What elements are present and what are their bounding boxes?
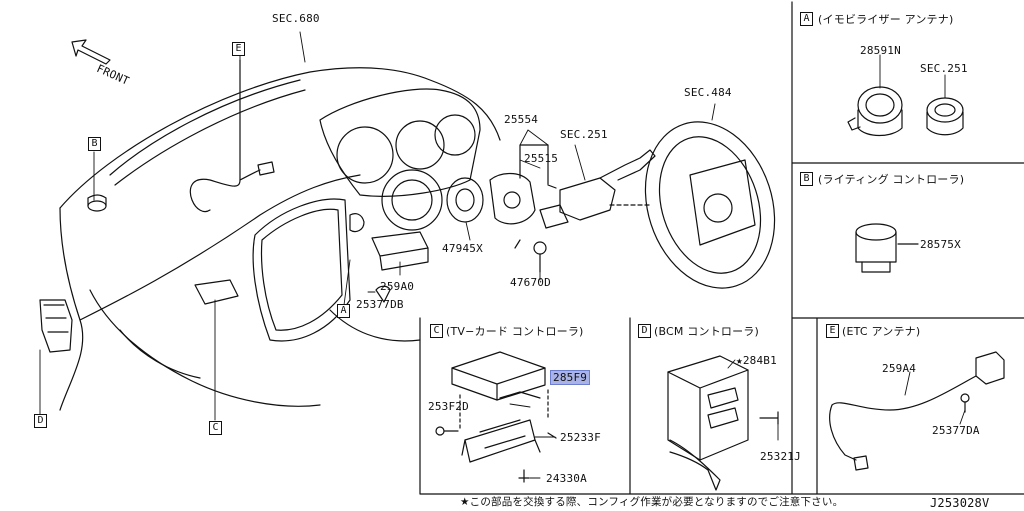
part-284b1-label: ★284B1 xyxy=(736,354,777,367)
part-25377db-label: 25377DB xyxy=(356,298,404,311)
panel-frame-right xyxy=(419,1,1024,495)
sec-251-label: SEC.251 xyxy=(560,128,608,141)
panel-a-letter: A xyxy=(800,12,813,26)
part-47670d-label: 47670D xyxy=(510,276,551,289)
part-259a0-label: 259A0 xyxy=(380,280,415,293)
part-25554-label: 25554 xyxy=(504,113,539,126)
panel-e-title: (ETC アンテナ) xyxy=(842,325,921,338)
part-25233f-label: 25233F xyxy=(560,431,601,444)
dashboard-drawing xyxy=(39,39,501,411)
part-285f9-highlight-label[interactable]: 285F9 xyxy=(550,370,591,385)
panel-c-title: (TV−カード コントローラ) xyxy=(446,325,584,338)
panel-c-letter: C xyxy=(430,324,443,338)
part-47945x-label: 47945X xyxy=(442,242,483,255)
immobilizer-antenna-drawing xyxy=(847,86,964,137)
part-253f2d-label: 253F2D xyxy=(428,400,469,413)
etc-antenna-drawing xyxy=(829,351,1005,471)
panel-a-sec-251-label: SEC.251 xyxy=(920,62,968,75)
diagram-code: J253028V xyxy=(930,496,990,510)
tv-card-controller-drawing xyxy=(435,351,557,483)
part-28575x-label: 28575X xyxy=(920,238,961,251)
panel-b-letter: B xyxy=(800,172,813,186)
callout-c: C xyxy=(209,421,222,435)
callout-d: D xyxy=(34,414,47,428)
part-28591n-label: 28591N xyxy=(860,44,901,57)
panel-e-letter: E xyxy=(826,324,839,338)
panel-d-title: (BCM コントローラ) xyxy=(654,325,760,338)
panel-b-title: (ライティング コントローラ) xyxy=(818,173,965,186)
bcm-controller-drawing xyxy=(667,355,779,491)
panel-d-letter: D xyxy=(638,324,651,338)
configuration-note: ★この部品を交換する際、コンフィグ作業が必要となりますのでご注意下さい。 xyxy=(460,496,844,508)
part-24330a-label: 24330A xyxy=(546,472,587,485)
part-259a4-label: 259A4 xyxy=(882,362,917,375)
sec-484-label: SEC.484 xyxy=(684,86,732,99)
part-25321j-label: 25321J xyxy=(760,450,801,463)
part-25515-label: 25515 xyxy=(524,152,559,165)
panel-a-title: (イモビライザー アンテナ) xyxy=(818,13,954,26)
sec-680-label: SEC.680 xyxy=(272,12,320,25)
callout-b: B xyxy=(88,137,101,151)
callout-a: A xyxy=(337,304,350,318)
leader-lines xyxy=(39,31,966,479)
part-25377da-label: 25377DA xyxy=(932,424,980,437)
lighting-controller-drawing xyxy=(855,223,919,273)
callout-e: E xyxy=(232,42,245,56)
steering-column-drawing xyxy=(446,121,776,289)
